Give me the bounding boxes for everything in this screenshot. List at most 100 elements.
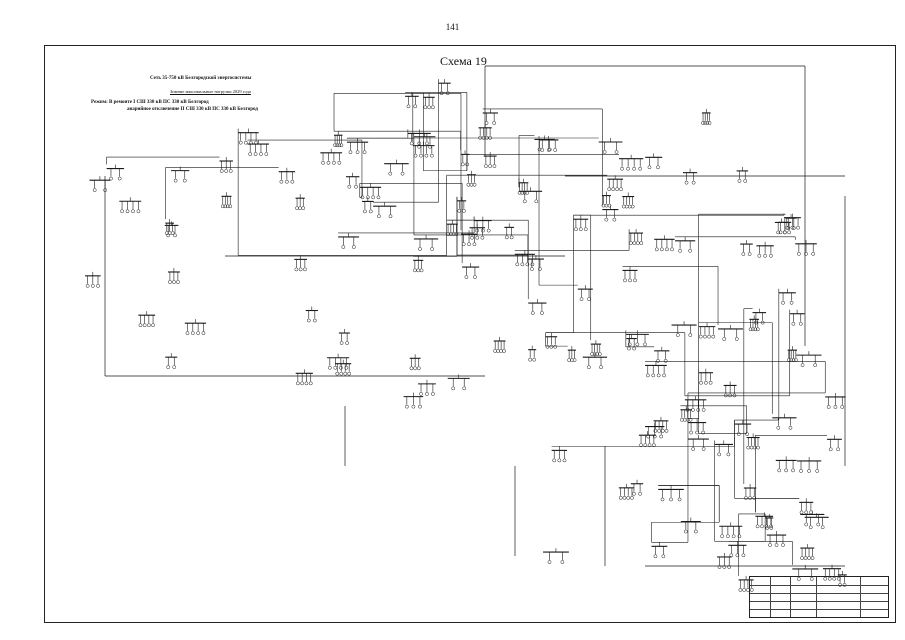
transformer-symbol [562, 458, 567, 463]
transformer-symbol [741, 553, 746, 558]
transformer-symbol [170, 231, 175, 235]
transformer-symbol [553, 148, 558, 152]
transformer-symbol [509, 235, 514, 240]
transformer-symbol [678, 248, 682, 253]
transformer-symbol [480, 235, 485, 240]
transformer-symbol [627, 204, 632, 209]
transformer-symbol [173, 178, 178, 183]
transformer-symbol [774, 543, 779, 547]
transformer-symbol [695, 430, 699, 435]
transformer-symbol [597, 352, 602, 356]
transformer-symbol [735, 553, 740, 558]
transformer-symbol [430, 153, 434, 158]
transformer-symbol [630, 495, 634, 500]
transformer-symbol [701, 430, 705, 435]
transformer-symbol [298, 267, 303, 272]
transformer-symbol [172, 365, 177, 370]
transformer-symbol [789, 300, 794, 305]
transformer-symbol [332, 160, 336, 165]
transformer-symbol [522, 190, 527, 195]
transformer-symbol [417, 144, 422, 149]
transformer-symbol [736, 432, 741, 436]
transformer-symbol [223, 204, 228, 209]
transformer-symbol [708, 380, 713, 385]
transformer-symbol [224, 169, 229, 173]
transformer-symbol [621, 204, 626, 209]
transformer-symbol [680, 417, 684, 422]
transformer-symbol [248, 152, 253, 156]
transformer-symbol [711, 334, 716, 339]
transformer-symbol [409, 141, 414, 146]
transformer-symbol [413, 104, 418, 109]
transformer-symbol [492, 121, 497, 125]
transformer-symbol [781, 543, 785, 547]
transformer-symbol [419, 392, 423, 396]
transformer-symbol [747, 252, 752, 256]
transformer-symbol [461, 162, 465, 167]
transformer-symbol [749, 588, 754, 592]
transformer-symbol [92, 188, 97, 192]
transformer-symbol [360, 195, 365, 200]
transformer-symbol [339, 341, 344, 345]
transformer-symbol [784, 225, 789, 230]
transformer-symbol [578, 227, 583, 232]
transformer-symbol [677, 497, 682, 502]
transformer-symbol [388, 171, 393, 176]
transformer-symbol [413, 366, 417, 371]
transformer-symbol [406, 104, 411, 109]
transformer-symbol [660, 247, 664, 252]
transformer-symbol [347, 371, 352, 376]
transformer-symbol [377, 214, 381, 219]
transformer-symbol [475, 235, 480, 240]
transformer-symbol [607, 187, 612, 192]
transformer-symbol [727, 565, 732, 569]
transformer-symbol [168, 280, 172, 284]
transformer-symbol [703, 121, 708, 125]
transformer-symbol [532, 357, 537, 362]
transformer-symbol [741, 252, 746, 256]
transformer-symbol [722, 565, 727, 569]
transformer-symbol [660, 497, 665, 502]
transformer-symbol [628, 241, 633, 245]
transformer-symbol [504, 235, 509, 240]
transformer-symbol [583, 227, 588, 232]
transformer-symbol [815, 469, 820, 473]
transformer-symbol [836, 576, 841, 581]
transformer-symbol [776, 230, 781, 235]
transformer-symbol [451, 232, 456, 237]
transformer-symbol [409, 366, 414, 371]
transformer-symbol [675, 333, 680, 337]
transformer-symbol [826, 405, 831, 409]
transformer-symbol [341, 245, 346, 249]
transformer-symbol [737, 179, 742, 183]
transformer-symbol [623, 278, 627, 283]
transformer-symbol [743, 179, 748, 183]
drawing-sheet: Схема 19 Сеть 35-750 кВ Белгородской эне… [44, 45, 896, 623]
transformer-symbol [800, 556, 804, 560]
transformer-symbol [279, 179, 284, 184]
transformer-symbol [638, 491, 642, 496]
transformer-symbol [755, 327, 760, 332]
transformer-symbol [653, 554, 658, 559]
transformer-symbol [253, 152, 258, 156]
transformer-symbol [333, 365, 338, 370]
transformer-symbol [567, 358, 571, 362]
transformer-symbol [472, 242, 477, 247]
transformer-symbol [798, 321, 803, 326]
transformer-symbol [632, 166, 637, 171]
transformer-symbol [300, 381, 304, 386]
transformer-symbol [418, 404, 422, 409]
transformer-symbol [688, 333, 693, 337]
transformer-symbol [454, 232, 459, 237]
transformer-symbol [643, 443, 648, 448]
transformer-symbol [804, 251, 808, 256]
transformer-symbol [796, 577, 801, 581]
transformer-symbol [172, 280, 176, 284]
transformer-symbol [652, 434, 657, 439]
transformer-symbol [424, 153, 429, 158]
transformer-symbol [445, 91, 450, 96]
transformer-symbol [595, 352, 600, 356]
transformer-symbol [751, 327, 755, 332]
transformer-symbol [530, 311, 535, 315]
transformer-symbol [528, 357, 533, 362]
